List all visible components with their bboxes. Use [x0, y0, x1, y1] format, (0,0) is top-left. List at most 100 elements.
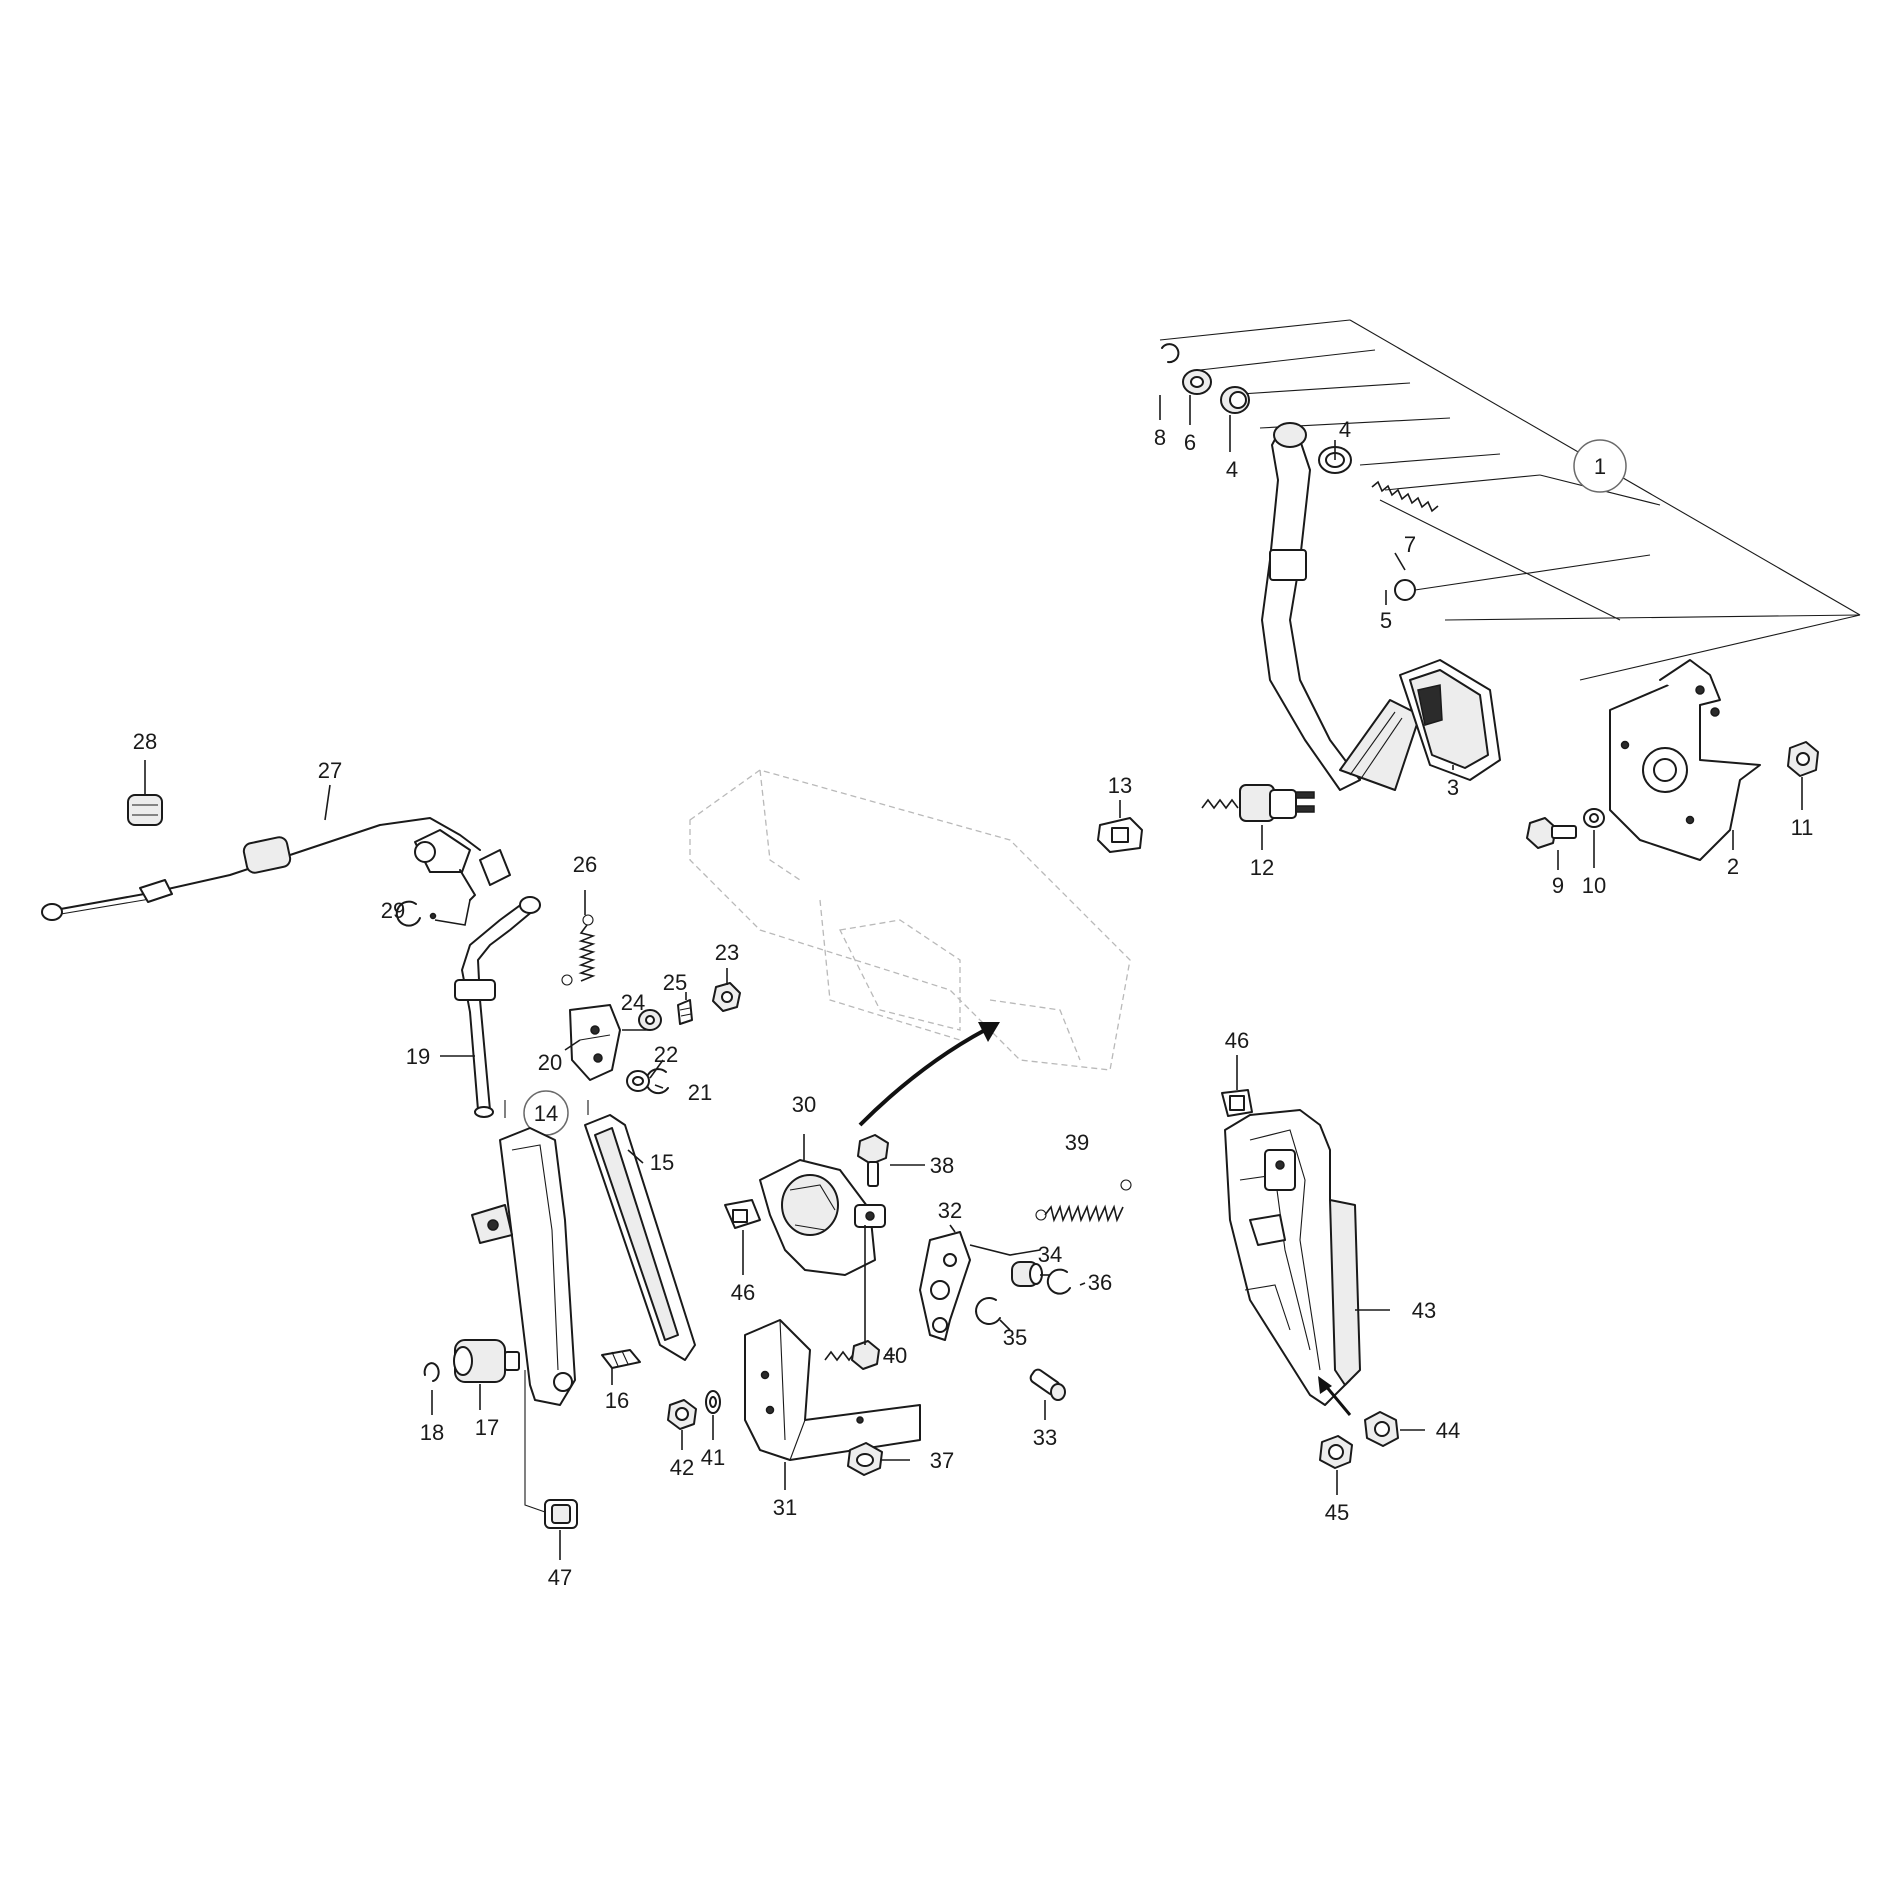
return-spring-7 — [1371, 480, 1439, 513]
pedal-pad-3 — [1399, 659, 1501, 781]
label-part-22: 22 — [654, 1042, 678, 1067]
label-part-23: 23 — [715, 940, 739, 965]
clip-36 — [1046, 1268, 1071, 1295]
pedal-bracket-2 — [1609, 659, 1761, 861]
module-arrow — [1318, 1376, 1352, 1416]
label-part-9: 9 — [1552, 873, 1564, 898]
label-part-33: 33 — [1033, 1425, 1057, 1450]
pedal-sensor-30 — [759, 1159, 886, 1276]
clip-35 — [975, 1297, 1001, 1325]
label-part-21: 21 — [688, 1080, 712, 1105]
spring-clip-25 — [677, 999, 693, 1025]
label-part-11: 11 — [1791, 815, 1814, 840]
bolt-40 — [824, 1340, 880, 1370]
label-part-15: 15 — [650, 1150, 674, 1175]
label-part-38: 38 — [930, 1153, 954, 1178]
washer-22 — [626, 1070, 650, 1092]
installation-arrow — [858, 1022, 1000, 1127]
label-part-24: 24 — [621, 990, 645, 1015]
label-part-34: 34 — [1038, 1242, 1062, 1267]
label-part-29: 29 — [381, 898, 405, 923]
pedal-bracket-20 — [569, 1004, 621, 1081]
floor-panel-outline — [689, 769, 1131, 1071]
label-part-35: 35 — [1003, 1325, 1027, 1350]
clip-46-right — [1221, 1089, 1253, 1117]
label-part-41: 41 — [701, 1445, 725, 1470]
brake-light-switch-12 — [1201, 784, 1315, 822]
assembly-callout-1 — [1573, 439, 1627, 493]
washer-6 — [1182, 369, 1212, 395]
nut-42 — [667, 1399, 697, 1430]
nut-23 — [712, 982, 741, 1012]
label-part-18: 18 — [420, 1420, 444, 1445]
label-part-16: 16 — [605, 1388, 629, 1413]
label-part-1: 1 — [1594, 454, 1606, 479]
flange-nut-44 — [1364, 1411, 1399, 1447]
retaining-clip-8 — [1161, 343, 1180, 364]
connector-clip-13 — [1097, 817, 1143, 853]
label-part-46-center: 46 — [731, 1280, 755, 1305]
pedal-module-43 — [1224, 1109, 1361, 1406]
bump-stop-47 — [524, 1370, 578, 1529]
pedal-rod-19 — [454, 896, 541, 1118]
mounting-clip-16 — [601, 1349, 641, 1369]
label-part-10: 10 — [1582, 873, 1606, 898]
label-part-4b: 4 — [1339, 417, 1351, 442]
pin-33 — [1029, 1368, 1066, 1401]
tension-spring-39 — [1035, 1179, 1132, 1223]
mounting-bracket-31 — [744, 1319, 921, 1461]
bushing-4-upper — [1220, 386, 1250, 414]
label-part-5: 5 — [1380, 608, 1392, 633]
flange-nut-45 — [1319, 1435, 1353, 1469]
label-part-8: 8 — [1154, 425, 1166, 450]
bolt-9 — [1526, 817, 1577, 849]
label-part-13: 13 — [1108, 773, 1132, 798]
label-part-45: 45 — [1325, 1500, 1349, 1525]
grommet-28 — [127, 794, 163, 826]
label-part-42: 42 — [670, 1455, 694, 1480]
label-part-19: 19 — [406, 1044, 430, 1069]
washer-18 — [423, 1362, 440, 1382]
label-part-26: 26 — [573, 852, 597, 877]
label-part-37: 37 — [930, 1448, 954, 1473]
label-part-17: 17 — [475, 1415, 499, 1440]
label-part-39: 39 — [1065, 1130, 1089, 1155]
label-part-4a: 4 — [1226, 457, 1238, 482]
label-part-3: 3 — [1447, 775, 1459, 800]
tension-spring-26 — [561, 914, 596, 986]
label-part-20: 20 — [538, 1050, 562, 1075]
label-part-31: 31 — [773, 1495, 797, 1520]
label-part-28: 28 — [133, 729, 157, 754]
label-part-14: 14 — [534, 1101, 558, 1126]
pedal-cover-15 — [584, 1114, 696, 1361]
label-part-40: 40 — [883, 1343, 907, 1368]
label-part-46-right: 46 — [1225, 1028, 1249, 1053]
label-part-7: 7 — [1404, 532, 1416, 557]
leader-lines — [144, 395, 1803, 1560]
label-part-47: 47 — [548, 1565, 572, 1590]
label-part-6: 6 — [1184, 430, 1196, 455]
label-part-32: 32 — [938, 1198, 962, 1223]
pedal-group-1-leader-lines — [1159, 319, 1861, 681]
label-part-27: 27 — [318, 758, 342, 783]
washer-10 — [1583, 808, 1605, 828]
pedal-arm — [1261, 422, 1421, 791]
clip-46-center — [724, 1199, 761, 1229]
label-part-2: 2 — [1727, 854, 1739, 879]
flange-nut-11 — [1787, 741, 1819, 777]
label-part-43: 43 — [1412, 1298, 1436, 1323]
accelerator-pedal-body — [471, 1127, 576, 1406]
label-part-36: 36 — [1088, 1270, 1112, 1295]
lever-32 — [919, 1231, 971, 1341]
part-number-labels: 1 2 3 4 4 5 6 7 8 9 10 11 12 13 14 15 16… — [133, 417, 1814, 1590]
pivot-pin-5 — [1394, 579, 1416, 601]
bolt-38 — [857, 1134, 889, 1187]
circlip-29 — [395, 900, 437, 927]
label-part-25: 25 — [663, 970, 687, 995]
label-part-12: 12 — [1250, 855, 1274, 880]
label-part-44: 44 — [1436, 1418, 1460, 1443]
label-part-30: 30 — [792, 1092, 816, 1117]
flange-nut-37 — [847, 1442, 883, 1476]
kickdown-switch-17 — [453, 1339, 520, 1383]
